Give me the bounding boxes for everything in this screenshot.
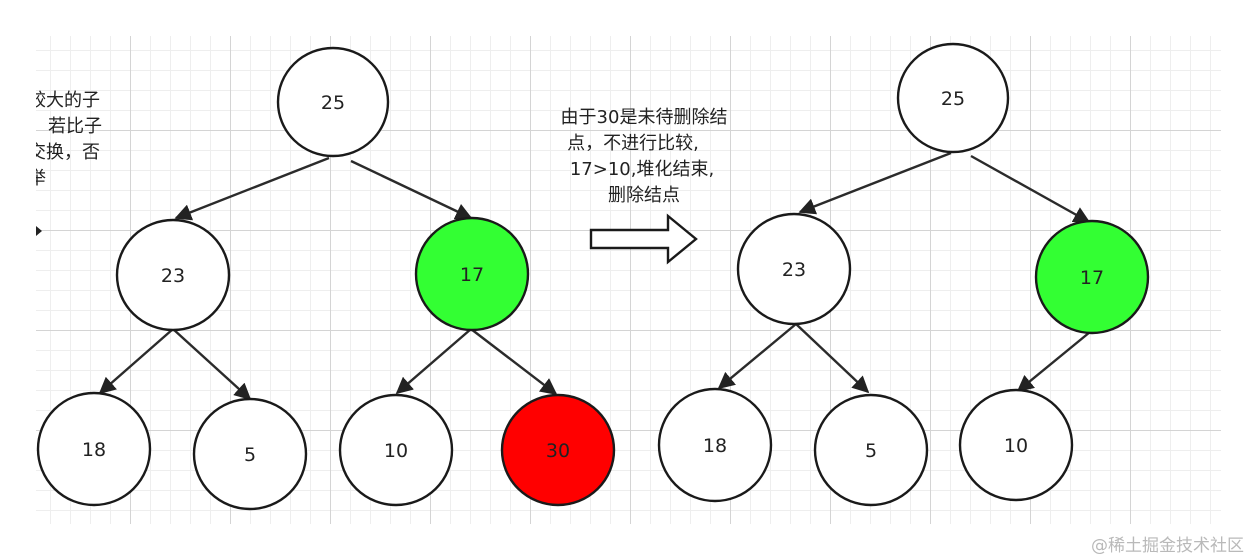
left-tree-node-30-deleted: 30 [500,393,616,507]
side-text-line-2: 若比子 [48,116,102,137]
left-tree-node-25: 25 [276,46,390,158]
right-tree-node-5: 5 [813,393,929,507]
annotation-line-1: 由于30是未待删除结 [561,107,728,128]
edge-23-5 [795,323,870,394]
cutoff-arrowhead [36,226,42,236]
node-label: 23 [782,259,806,281]
edge-25-23 [798,151,952,215]
node-label: 5 [865,440,877,462]
annotation-line-4: 删除结点 [608,185,680,206]
right-tree-edges [717,151,1091,394]
right-tree-node-25: 25 [896,42,1010,154]
left-tree-node-5: 5 [192,397,308,511]
right-tree-node-23: 23 [736,212,852,326]
left-tree-edges [98,156,558,401]
annotation-line-2: 点，不进行比较, [567,133,699,154]
node-label: 17 [1080,267,1104,289]
side-text-line-1: 较大的子 [36,90,100,111]
edge-25-17 [970,154,1091,224]
annotation-text: 由于30是未待删除结 点，不进行比较, 17>10,堆化结束, 删除结点 [561,107,728,206]
side-text-line-4: 举 [36,168,46,189]
node-label: 18 [703,435,727,457]
edge-25-17 [350,159,473,220]
diagram-canvas: 较大的子 若比子 交换，否 举 25 23 17 18 [36,36,1221,524]
edge-17-30 [470,328,558,396]
node-label: 10 [384,440,408,462]
edge-17-10 [1016,331,1091,393]
edge-23-5 [172,328,252,401]
right-tree-node-17-highlighted: 17 [1034,219,1150,335]
edge-23-18 [98,328,174,395]
transition-arrow [589,213,698,265]
node-label: 30 [546,440,570,462]
edge-23-18 [717,323,797,390]
edge-17-10 [395,328,472,395]
node-label: 18 [82,439,106,461]
right-tree-node-18: 18 [657,387,773,503]
left-tree-node-17-highlighted: 17 [414,216,530,332]
side-text-line-3: 交换，否 [36,142,100,163]
node-label: 25 [321,92,345,114]
watermark-text: @稀土掘金技术社区 [1091,536,1244,556]
node-label: 10 [1004,435,1028,457]
left-tree-node-18: 18 [36,391,152,507]
node-label: 25 [941,88,965,110]
node-label: 5 [244,444,256,466]
node-label: 23 [161,265,185,287]
node-label: 17 [460,264,484,286]
edge-25-23 [174,156,330,221]
left-tree-node-23: 23 [115,218,231,332]
right-tree-node-10: 10 [958,388,1074,502]
left-tree-node-10: 10 [338,393,454,507]
heap-diagram: 较大的子 若比子 交换，否 举 25 23 17 18 [36,42,1150,511]
annotation-line-3: 17>10,堆化结束, [570,159,714,180]
